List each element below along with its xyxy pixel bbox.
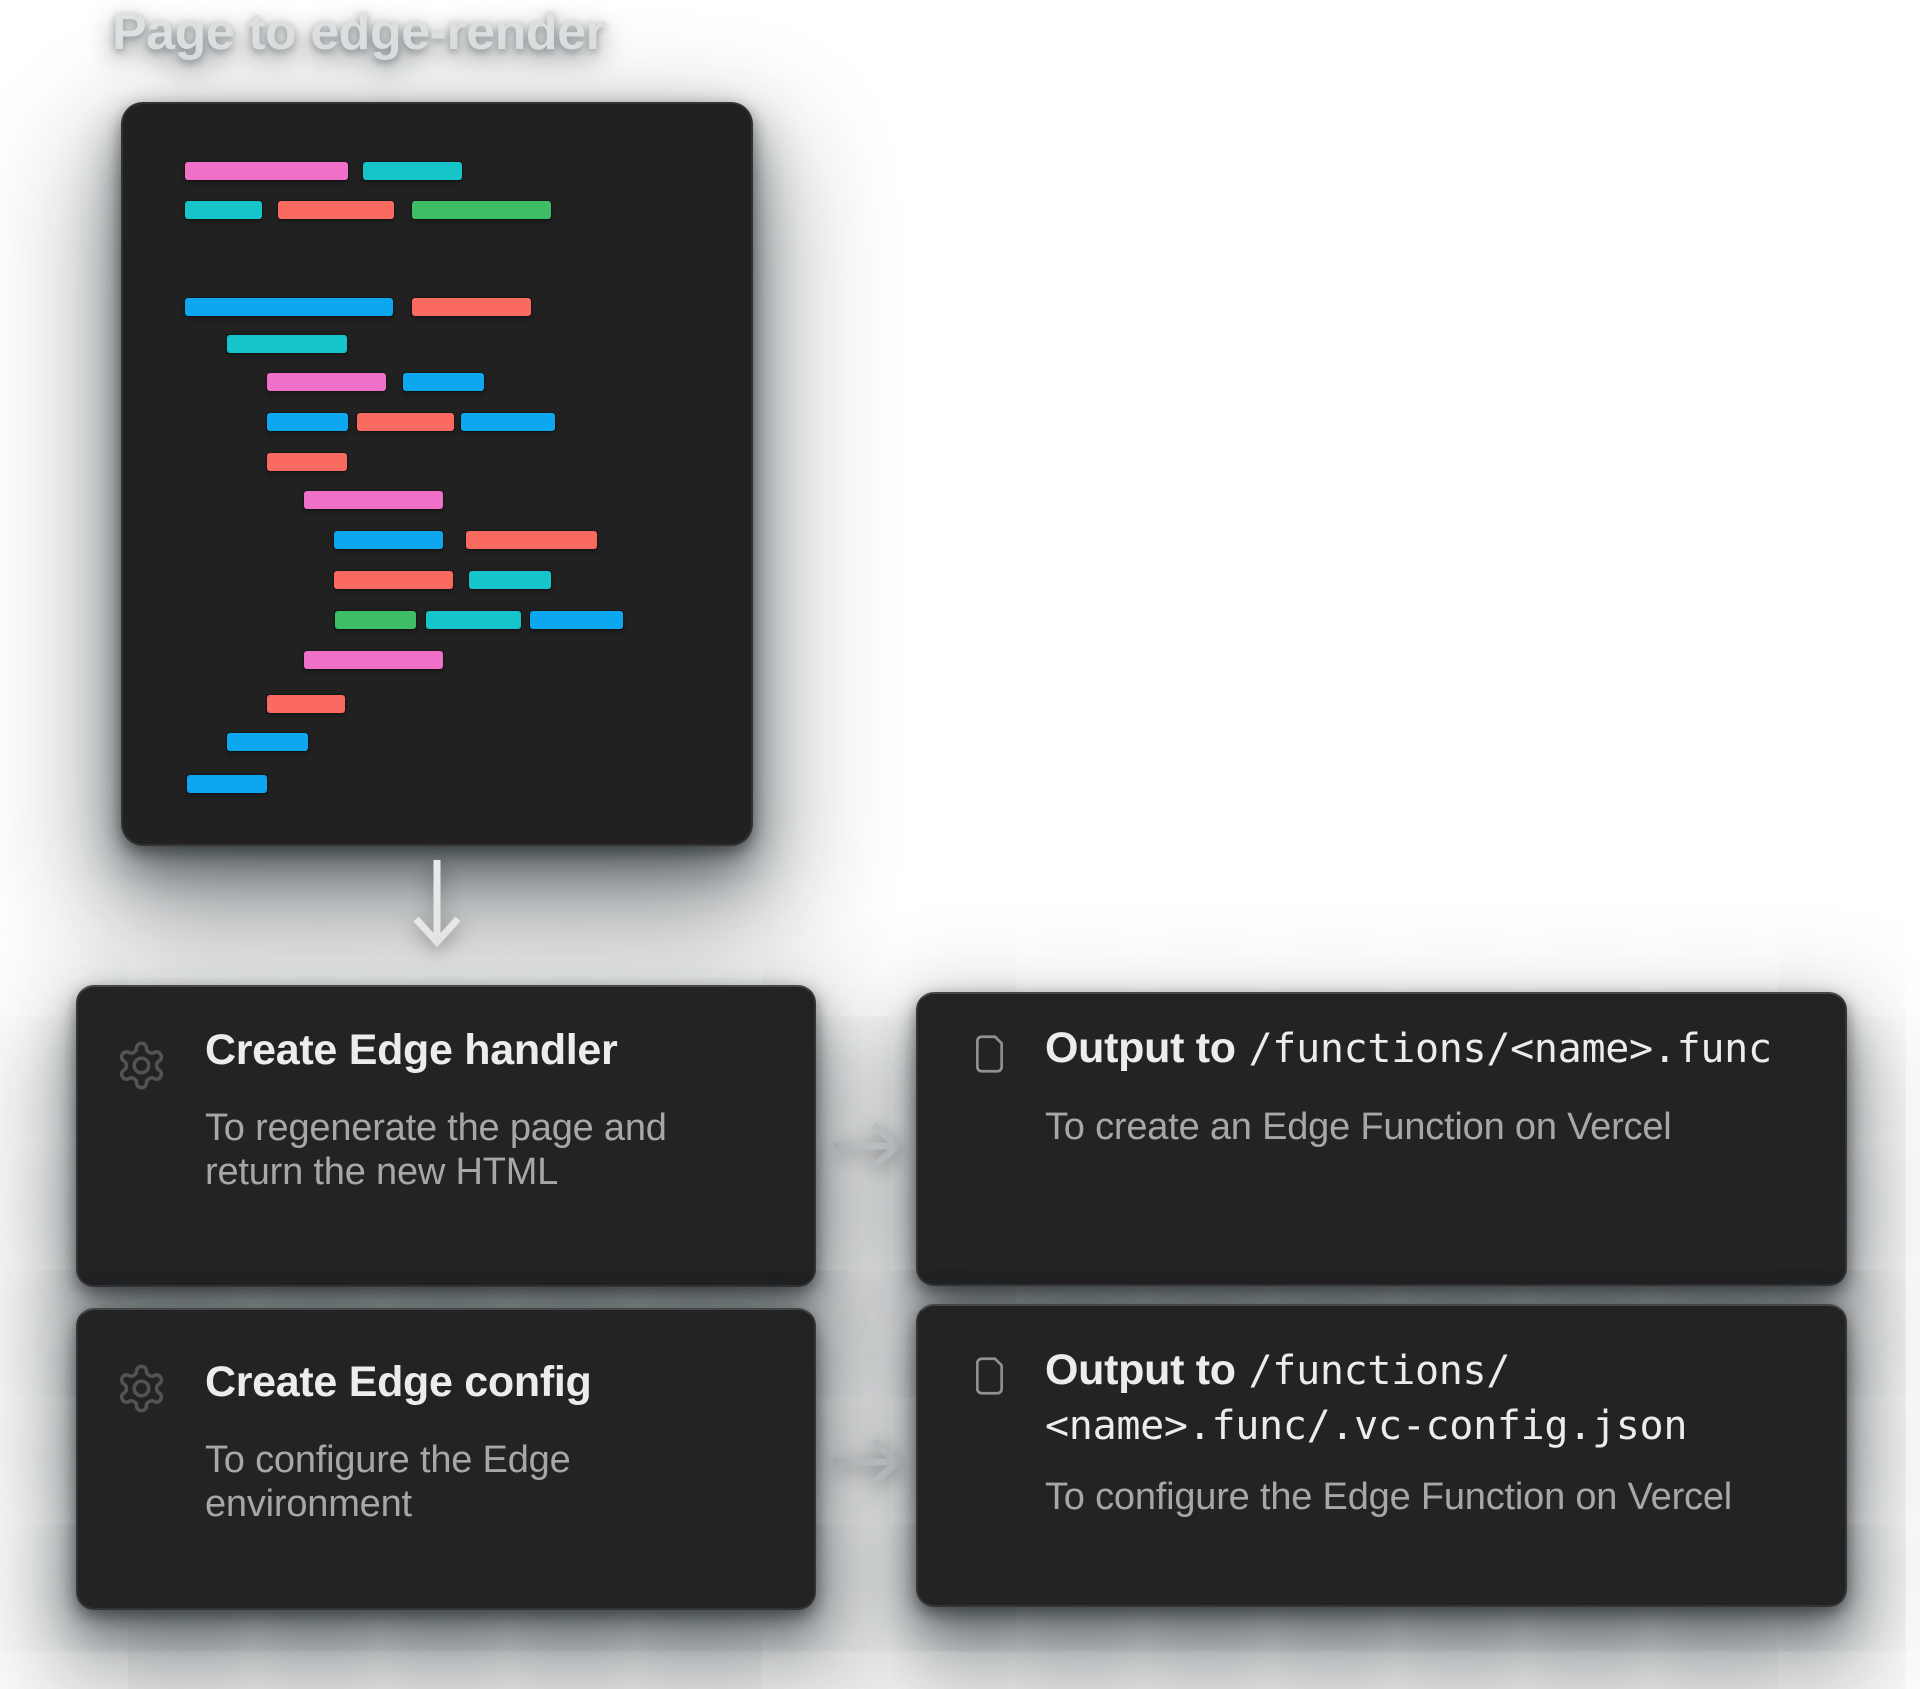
- card-subtitle: To configure the Edge Function on Vercel: [1045, 1476, 1733, 1518]
- pink-code-bar: [185, 162, 348, 180]
- mono-path: <name>.func/.vc-config.json: [1045, 1403, 1688, 1449]
- red-code-bar: [267, 453, 347, 471]
- teal-code-bar: [426, 611, 521, 629]
- arrow-right-icon: [834, 1122, 903, 1170]
- file-icon: [976, 1357, 1003, 1395]
- teal-code-bar: [227, 335, 347, 353]
- red-code-bar: [357, 413, 454, 431]
- card-title: Create Edge handler: [205, 1026, 618, 1074]
- card-subtitle: To regenerate the page and return the ne…: [205, 1107, 667, 1193]
- blue-code-bar: [267, 413, 348, 431]
- card-output-func: Output to/functions/<name>.func To creat…: [916, 992, 1847, 1286]
- red-code-bar: [278, 201, 394, 219]
- card-subtitle: To configure the Edge environment: [205, 1439, 571, 1525]
- pink-code-bar: [304, 651, 443, 669]
- arrow-right-icon: [834, 1438, 903, 1486]
- code-snippet: [121, 102, 753, 846]
- page-title: Page to edge-render: [112, 3, 606, 61]
- mono-path: /functions/<name>.func: [1248, 1026, 1773, 1072]
- card-title: Create Edge config: [205, 1358, 592, 1406]
- gear-icon: [119, 1364, 164, 1413]
- blue-code-bar: [187, 775, 267, 793]
- card-create-edge-config: Create Edge config To configure the Edge…: [76, 1308, 816, 1610]
- teal-code-bar: [185, 201, 262, 219]
- card-subtitle: To create an Edge Function on Vercel: [1045, 1106, 1672, 1148]
- teal-code-bar: [469, 571, 551, 589]
- blue-code-bar: [403, 373, 484, 391]
- blue-code-bar: [334, 531, 443, 549]
- card-output-config: Output to/functions/ <name>.func/.vc-con…: [916, 1304, 1847, 1607]
- green-code-bar: [412, 201, 551, 219]
- gear-icon: [119, 1041, 164, 1090]
- green-code-bar: [335, 611, 416, 629]
- red-code-bar: [466, 531, 597, 549]
- card-title: Output to/functions/<name>.func: [1045, 1024, 1773, 1072]
- blue-code-bar: [530, 611, 623, 629]
- blue-code-bar: [461, 413, 555, 431]
- mono-path: /functions/: [1248, 1348, 1511, 1394]
- blue-code-bar: [227, 733, 308, 751]
- file-icon: [976, 1035, 1003, 1073]
- teal-code-bar: [363, 162, 462, 180]
- card-title: Output to/functions/: [1045, 1346, 1511, 1394]
- card-title-line2: <name>.func/.vc-config.json: [1045, 1398, 1815, 1453]
- arrow-down-icon: [413, 860, 461, 948]
- red-code-bar: [412, 298, 531, 316]
- card-create-edge-handler: Create Edge handler To regenerate the pa…: [76, 985, 816, 1287]
- red-code-bar: [334, 571, 453, 589]
- red-code-bar: [267, 695, 345, 713]
- pink-code-bar: [267, 373, 386, 391]
- pink-code-bar: [304, 491, 443, 509]
- blue-code-bar: [185, 298, 393, 316]
